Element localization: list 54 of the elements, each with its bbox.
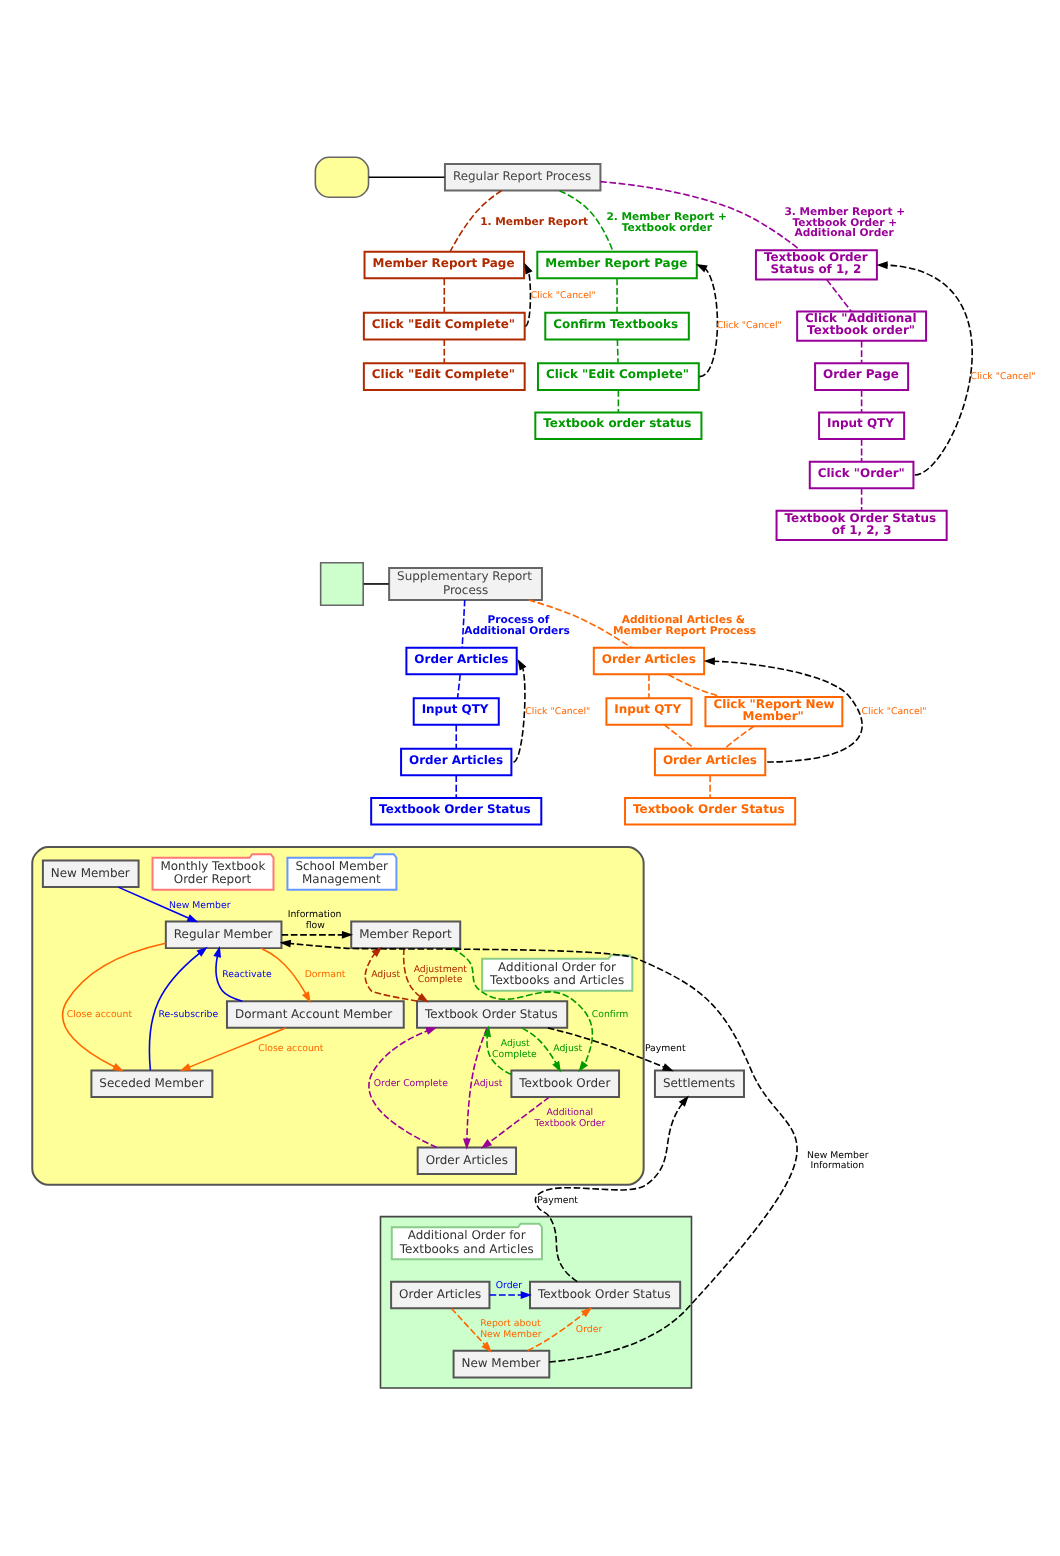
- connector: [709, 774, 711, 799]
- connector: [527, 599, 633, 649]
- connector: [449, 189, 503, 253]
- node-box: [314, 156, 370, 198]
- arrow: [463, 1027, 488, 1150]
- connector: [724, 725, 755, 750]
- node-box: [319, 561, 364, 606]
- connector: [367, 176, 446, 179]
- cluster: [31, 846, 645, 1186]
- connector: [617, 389, 620, 414]
- arrow: [480, 1096, 550, 1149]
- connector: [667, 673, 722, 698]
- arrow: [179, 1027, 287, 1072]
- arrow: [450, 1307, 492, 1353]
- connector: [860, 389, 863, 414]
- connector: [362, 583, 390, 585]
- connector: [456, 673, 461, 699]
- connector: [616, 338, 619, 364]
- cluster: [379, 1215, 693, 1389]
- arrow: [483, 1025, 513, 1076]
- arrow: [547, 1027, 674, 1072]
- connector: [648, 673, 650, 699]
- connector: [616, 277, 618, 314]
- arrow: [521, 1027, 561, 1073]
- connector: [455, 774, 458, 799]
- arrow: [488, 1291, 532, 1299]
- connector: [826, 279, 852, 313]
- arrow: [260, 947, 311, 1003]
- connector: [860, 438, 863, 463]
- arrow: [534, 1095, 689, 1283]
- arrow: [524, 262, 533, 327]
- arrow: [402, 947, 429, 1003]
- connector: [455, 724, 458, 749]
- arrow: [213, 946, 244, 1003]
- arrow: [512, 658, 527, 763]
- arrow: [117, 886, 199, 923]
- arrow: [148, 946, 208, 1071]
- arrow: [450, 947, 594, 1073]
- arrow: [876, 261, 973, 476]
- connector: [461, 599, 466, 649]
- arrow: [526, 1307, 593, 1352]
- arrow: [364, 946, 419, 1003]
- arrow: [61, 942, 167, 1072]
- arrow: [696, 263, 719, 378]
- arrow: [368, 1027, 438, 1149]
- connector: [860, 340, 863, 364]
- connector: [558, 189, 614, 253]
- connector: [599, 180, 802, 251]
- connector: [663, 724, 696, 750]
- connector: [443, 338, 446, 364]
- arrow: [280, 930, 354, 939]
- arrow: [279, 939, 798, 1363]
- connector: [860, 487, 863, 512]
- connector: [443, 277, 446, 314]
